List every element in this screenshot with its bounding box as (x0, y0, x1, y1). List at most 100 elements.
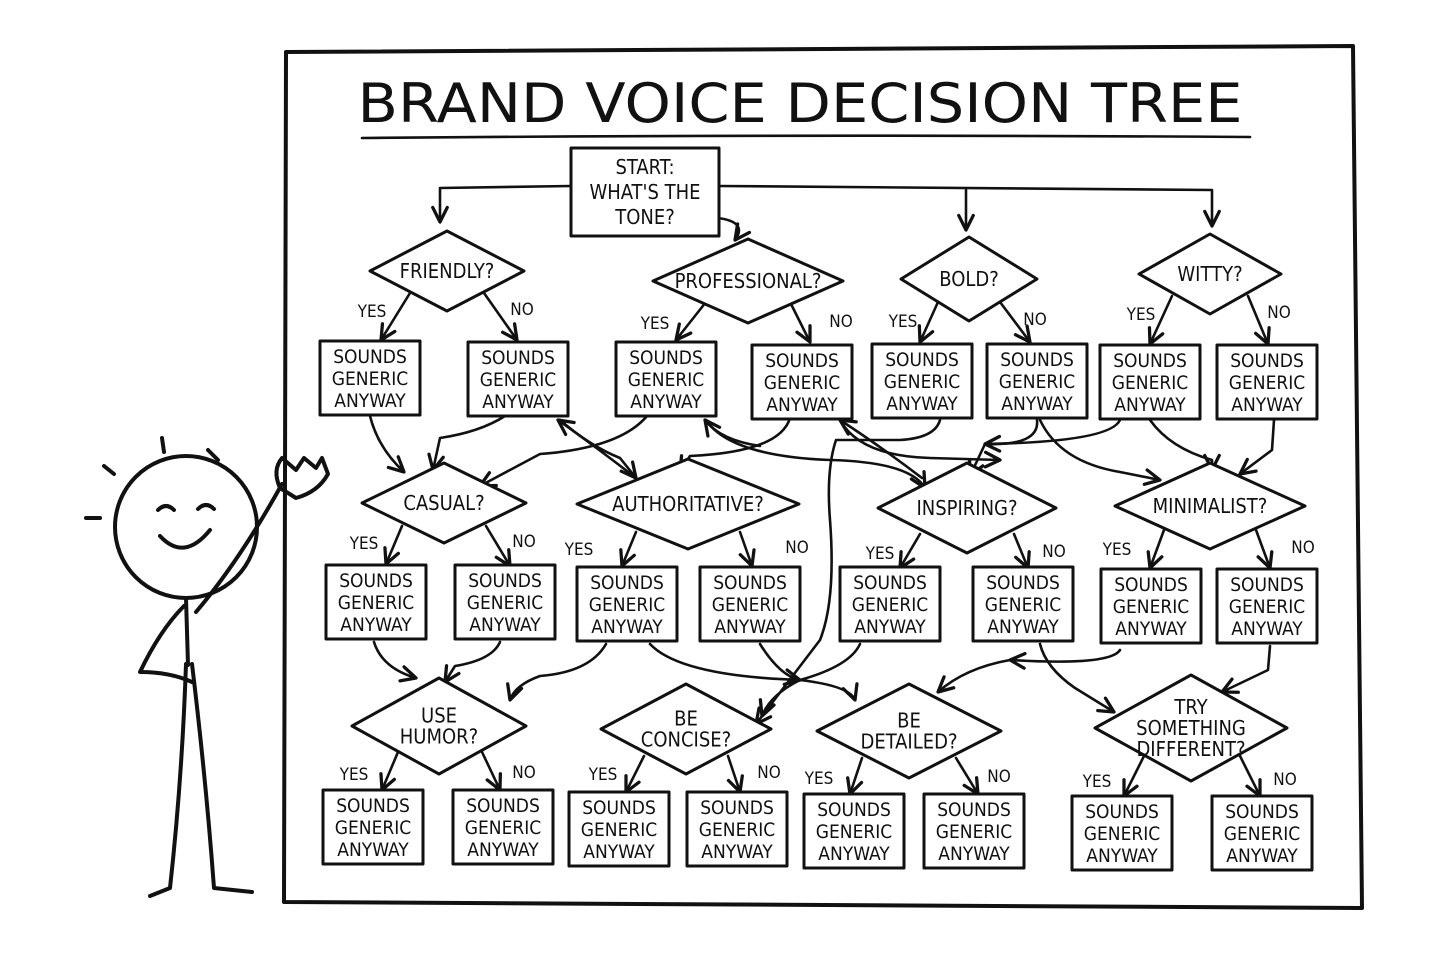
answer-label: SOUNDS (1113, 350, 1187, 372)
decision-diamond (899, 235, 1039, 323)
answer-label: GENERIC (335, 817, 412, 839)
yes-label: YES (588, 765, 618, 785)
answer-label: GENERIC (628, 369, 705, 391)
question-label: BOLD? (939, 267, 999, 291)
no-label: NO (987, 767, 1010, 787)
connector-arrow (1038, 418, 1162, 486)
connector-arrow (983, 418, 1122, 453)
connector-arrow (1038, 642, 1116, 714)
connector-arrow (1220, 644, 1272, 694)
figure-leg-right (190, 662, 254, 894)
question-label: USE (421, 704, 457, 728)
answer-label: GENERIC (338, 592, 415, 614)
yes-label: YES (357, 302, 387, 322)
no-label: NO (785, 538, 808, 558)
figure-head (113, 454, 259, 600)
connector-arrow (1012, 532, 1031, 570)
connector-arrow (738, 530, 756, 568)
answer-label: GENERIC (465, 817, 542, 839)
no-label: NO (1042, 542, 1065, 562)
connector-arrow (838, 418, 924, 480)
yes-label: YES (865, 544, 895, 564)
connector-arrow (1254, 528, 1274, 570)
yes-label: YES (1102, 540, 1132, 560)
answer-label: GENERIC (589, 594, 666, 616)
answer-box (321, 788, 425, 866)
question-label: TRY (1173, 695, 1208, 719)
answer-label: SOUNDS (1230, 574, 1304, 596)
answer-box (750, 343, 854, 421)
connector-arrow (704, 418, 927, 490)
answer-label: SOUNDS (629, 347, 703, 369)
figure-sparkle (84, 436, 220, 520)
answer-label: ANYWAY (938, 843, 1010, 865)
answer-box (985, 342, 1089, 420)
answer-box (318, 339, 422, 417)
question-node-q3: BOLD? YES NO (888, 235, 1047, 332)
answer-box (838, 565, 942, 643)
answer-label: ANYWAY (337, 839, 409, 861)
yes-label: YES (888, 312, 918, 332)
answer-box (1098, 343, 1202, 421)
answer-label: ANYWAY (482, 391, 554, 413)
connector-arrow (480, 750, 502, 792)
question-label: CONCISE? (641, 728, 731, 752)
answer-label: SOUNDS (765, 350, 839, 372)
answer-box (453, 563, 557, 641)
answer-label: ANYWAY (591, 616, 663, 638)
answer-label: GENERIC (1084, 823, 1161, 845)
figure-arm-wave (194, 482, 284, 614)
connector-arrow (478, 414, 649, 488)
no-label: NO (512, 532, 535, 552)
connector-arrow (482, 291, 519, 342)
answer-label: ANYWAY (1231, 618, 1303, 640)
answer-box (870, 342, 974, 420)
no-label: NO (512, 763, 535, 783)
no-label: NO (829, 312, 852, 332)
decision-diamond (651, 237, 845, 325)
connector-arrow (716, 216, 752, 242)
no-label: NO (1023, 310, 1046, 330)
answer-box (802, 792, 906, 870)
answer-label: SOUNDS (590, 572, 664, 594)
connector-arrow (726, 754, 744, 794)
connector-arrow (431, 184, 573, 224)
yes-label: YES (1126, 305, 1156, 325)
figure-hand (274, 456, 330, 500)
answer-label: ANYWAY (886, 393, 958, 415)
answer-label: SOUNDS (333, 346, 407, 368)
connector-arrow (703, 418, 762, 448)
answer-label: ANYWAY (714, 616, 786, 638)
answer-label: SOUNDS (700, 797, 774, 819)
question-label: FRIENDLY? (400, 259, 495, 283)
question-label: WITTY? (1177, 262, 1242, 286)
question-label: PROFESSIONAL? (675, 269, 822, 293)
answer-label: SOUNDS (339, 570, 413, 592)
answer-label: ANYWAY (1001, 393, 1073, 415)
answer-label: SOUNDS (713, 572, 787, 594)
chart-title: BRAND VOICE DECISION TREE (358, 72, 1243, 135)
decision-diamond (1113, 461, 1307, 551)
answer-box (567, 790, 671, 868)
answer-label: ANYWAY (854, 616, 926, 638)
decision-diamond (368, 229, 526, 313)
answer-label: GENERIC (467, 592, 544, 614)
question-label: BE (897, 709, 921, 733)
answer-label: SOUNDS (1230, 350, 1304, 372)
answer-label: ANYWAY (1114, 394, 1186, 416)
answer-label: SOUNDS (336, 795, 410, 817)
